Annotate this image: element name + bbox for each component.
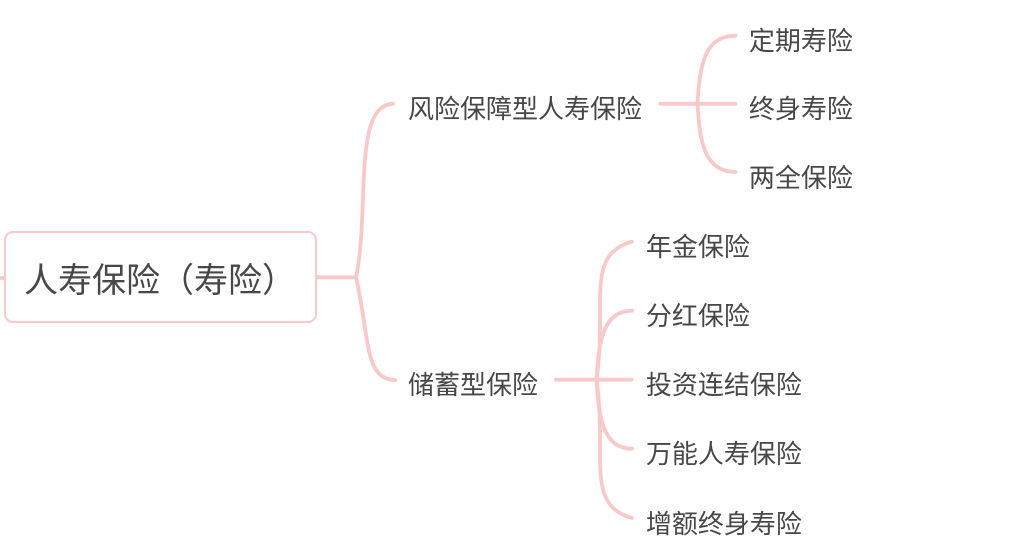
connector-branch2-to-child1 xyxy=(594,308,634,382)
node-branch2-child3[interactable]: 万能人寿保险 xyxy=(645,439,802,470)
node-branch1-child2[interactable]: 两全保险 xyxy=(748,162,853,193)
node-branch2[interactable]: 储蓄型保险 xyxy=(408,370,539,401)
connector-branch1-to-child2 xyxy=(695,101,738,174)
node-root-label: 人寿保险（寿险） xyxy=(24,261,296,300)
node-branch1[interactable]: 风险保障型人寿保险 xyxy=(408,94,643,125)
node-branch1-child1[interactable]: 终身寿险 xyxy=(748,94,853,125)
node-branch2-child2[interactable]: 投资连结保险 xyxy=(645,370,802,401)
node-branch2-child1[interactable]: 分红保险 xyxy=(645,301,750,332)
connector-branch1-to-child0 xyxy=(695,33,738,106)
node-branch2-child4[interactable]: 增额终身寿险 xyxy=(645,508,802,539)
connector-branch2-to-child4 xyxy=(594,377,634,520)
node-branch1-child0[interactable]: 定期寿险 xyxy=(748,26,853,57)
node-branch2-child0[interactable]: 年金保险 xyxy=(645,232,750,263)
node-root[interactable]: 人寿保险（寿险） xyxy=(3,230,317,323)
connector-root-to-branch2 xyxy=(354,275,398,382)
connector-root-to-branch1 xyxy=(354,101,396,280)
